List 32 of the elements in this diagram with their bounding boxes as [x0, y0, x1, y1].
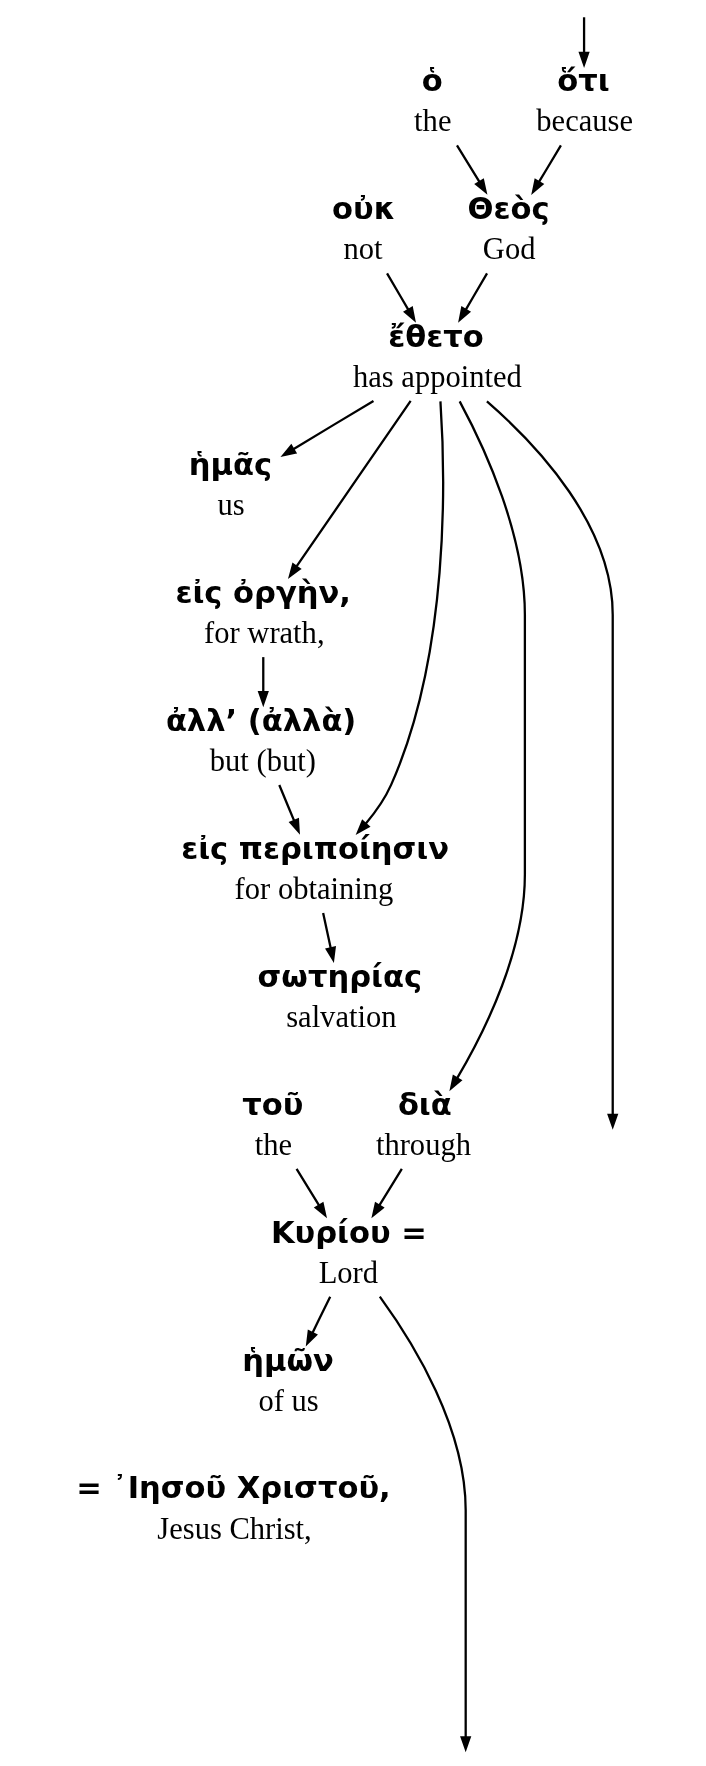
arrow — [457, 272, 488, 323]
arrow — [355, 401, 444, 835]
node-text: ἔθετο has appointed — [352, 318, 522, 395]
node-text: Κυρίου = Lord — [270, 1214, 427, 1290]
arrow — [455, 144, 487, 195]
node-text: ὅτι because — [535, 63, 633, 139]
node-text: = ᾿Ιησοῦ Χριστοῦ, Jesus Christ, — [75, 1470, 391, 1546]
arrow — [448, 400, 526, 1092]
node-text: οὐκ not — [331, 191, 395, 267]
arrow — [305, 1296, 331, 1347]
arrow — [321, 912, 336, 963]
node-text: ὁ the — [413, 63, 451, 139]
node-text: σωτηρίας salvation — [257, 958, 422, 1034]
arrow — [378, 1296, 471, 1753]
node-text: διὰ through — [375, 1086, 471, 1162]
arrow — [385, 272, 416, 323]
node-text: τοῦ the — [241, 1086, 303, 1162]
node-text: Θεὸς God — [467, 191, 550, 267]
node-text: εἰς ὀργὴν, for wrath, — [174, 574, 351, 650]
arrow — [277, 784, 300, 835]
arrow — [370, 1168, 403, 1219]
node-text: εἰς περιποίησιν for obtaining — [180, 830, 449, 906]
arrow — [279, 399, 374, 457]
arrow — [257, 657, 269, 708]
arrow — [577, 17, 590, 68]
node-text: ἡμᾶς us — [188, 446, 272, 523]
node-text: ἀλλ’ (ἀλλὰ) but (but) — [165, 702, 356, 778]
arrow — [295, 1168, 327, 1219]
arrow — [485, 400, 618, 1130]
arrow — [287, 400, 412, 579]
arrow — [530, 144, 562, 195]
node-text: ἡμῶν of us — [241, 1342, 334, 1418]
